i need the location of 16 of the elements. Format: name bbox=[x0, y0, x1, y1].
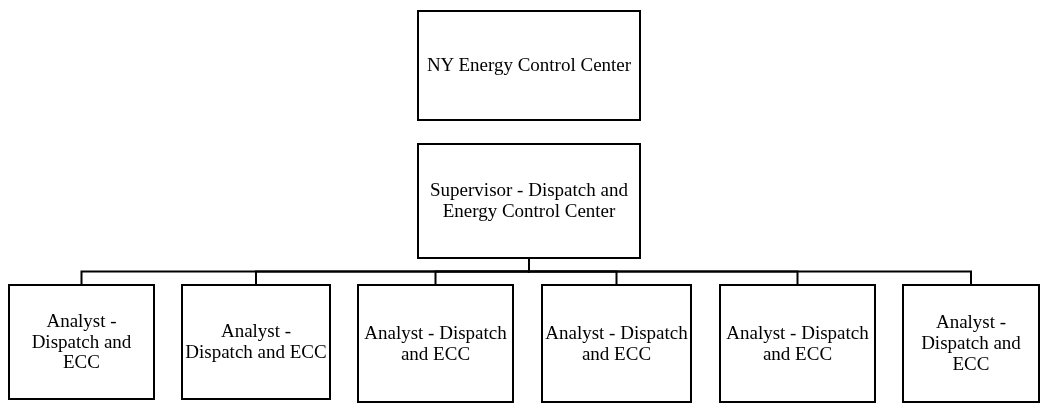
org-box bbox=[417, 10, 641, 121]
box-label: NY Energy Control Center bbox=[426, 55, 632, 76]
box-label: Analyst - Dispatch and ECC bbox=[920, 312, 1022, 375]
org-box bbox=[719, 284, 876, 403]
box-label: Supervisor - Dispatch and Energy Control Center bbox=[429, 180, 629, 222]
box-label: Analyst - Dispatch and ECC bbox=[30, 310, 133, 374]
org-box bbox=[181, 284, 331, 400]
org-box bbox=[902, 284, 1040, 403]
box-label: Analyst - Dispatch and ECC bbox=[363, 322, 508, 365]
org-box bbox=[541, 284, 692, 403]
box-label: Analyst - Dispatch and ECC bbox=[185, 321, 327, 363]
org-box bbox=[8, 284, 155, 400]
box-label: Analyst - Dispatch and ECC bbox=[725, 322, 870, 365]
org-box bbox=[417, 143, 641, 259]
box-label: Analyst - Dispatch and ECC bbox=[545, 322, 688, 365]
org-box bbox=[357, 284, 514, 403]
